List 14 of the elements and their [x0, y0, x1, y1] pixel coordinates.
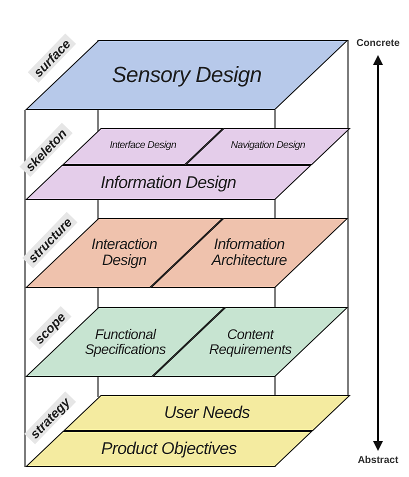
axis-end-label: Concrete: [356, 38, 400, 49]
plane-label: User Needs: [164, 404, 250, 422]
plane-label: Functional Specifications: [84, 327, 167, 357]
layer-plane: [185, 128, 351, 165]
plane-label: Navigation Design: [230, 141, 306, 152]
plane-label: Product Objectives: [101, 440, 237, 458]
axis-end-label: Abstract: [358, 455, 398, 466]
layer-plane: [25, 40, 348, 110]
plane-label: Content Requirements: [208, 327, 292, 357]
plane-label: Information Architecture: [210, 237, 288, 269]
plane-label: Sensory Design: [112, 63, 262, 87]
plane-label: Information Design: [100, 174, 236, 192]
plane-label: Interface Design: [110, 141, 176, 152]
plane-label: Interaction Design: [90, 237, 158, 269]
